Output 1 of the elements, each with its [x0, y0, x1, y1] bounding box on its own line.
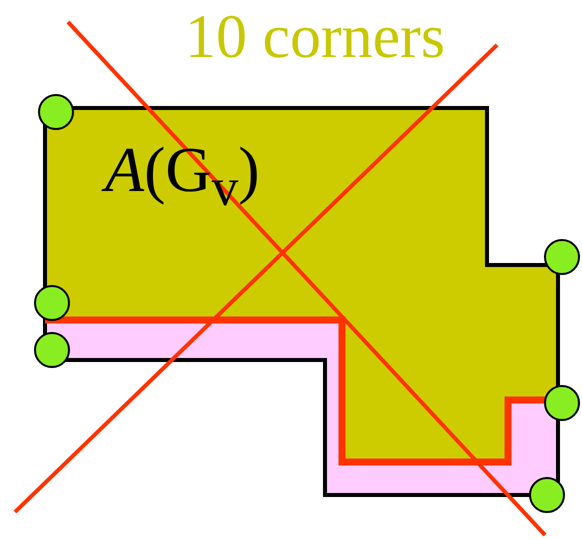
title: 10 corners [185, 6, 445, 68]
